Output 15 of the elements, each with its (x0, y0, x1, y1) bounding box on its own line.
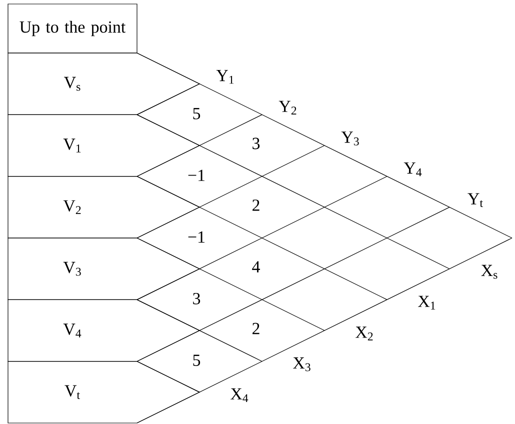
grid-label: Y$_{4}$ (404, 162, 422, 176)
grid-label: X$_{4}$ (230, 388, 248, 402)
header-box: Up to the point (8, 4, 138, 54)
grid-label: X$_{s}$ (481, 264, 498, 279)
grid-label: X$_{1}$ (418, 296, 436, 310)
grid-label: 2 (252, 322, 260, 334)
grid-label: 2 (252, 200, 260, 211)
grid-label: Y$_{t}$ (468, 193, 483, 208)
grid-label: Y$_{1}$ (216, 70, 234, 84)
grid-label: 3 (252, 138, 260, 150)
grid-label: Y$_{3}$ (341, 132, 359, 146)
grid-label: X$_{3}$ (293, 357, 310, 372)
grid-label: X$_{2}$ (356, 326, 373, 340)
grid-label: Y$_{2}$ (278, 100, 296, 114)
grid-label: 4 (252, 261, 260, 272)
